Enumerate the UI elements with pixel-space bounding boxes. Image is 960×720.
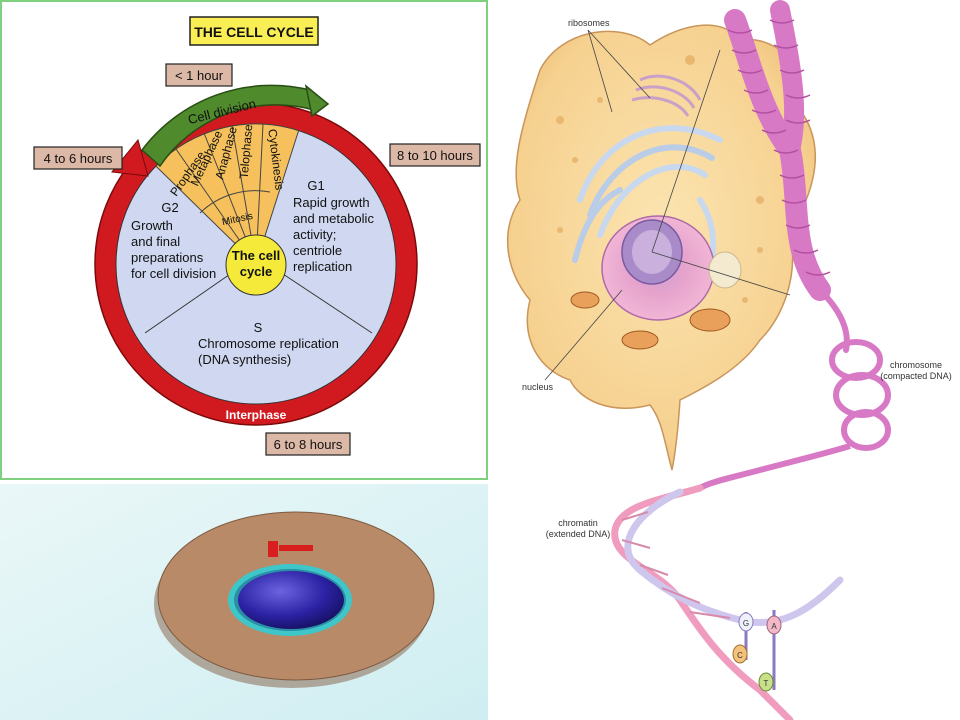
base-t: T	[764, 679, 769, 688]
s-name: S	[254, 320, 263, 335]
centriole-marker	[268, 541, 278, 557]
g2-line-1: Growth	[131, 218, 173, 233]
chromatin-coil	[698, 339, 891, 491]
label-chromatin-1: chromatin	[558, 518, 598, 528]
cell-animation-panel	[0, 484, 488, 720]
label-chromosome-2: (compacted DNA)	[880, 371, 952, 381]
base-a: A	[771, 622, 777, 631]
duration-g1: 8 to 10 hours	[397, 148, 473, 163]
center-line-2: cycle	[240, 264, 273, 279]
g1-name: G1	[307, 178, 324, 193]
centriole-bar	[279, 545, 313, 551]
interphase-label: Interphase	[226, 408, 287, 422]
golgi-apparatus	[631, 74, 702, 117]
duration-division: < 1 hour	[175, 68, 224, 83]
g2-name: G2	[161, 200, 178, 215]
g2-line-2: and final	[131, 234, 180, 249]
duration-box-s	[265, 432, 351, 456]
label-chromatin-2: (extended DNA)	[546, 529, 611, 539]
g2-line-3: preparations	[131, 250, 204, 265]
vesicles	[556, 55, 764, 303]
base-g: G	[743, 619, 749, 628]
duration-box-g1	[389, 143, 481, 167]
cell-cycle-title: THE CELL CYCLE	[194, 24, 314, 40]
g1-line-4: centriole	[293, 243, 342, 258]
cell-cycle-center	[225, 234, 287, 296]
cell-structure-illustration: G A C T ribosomes nucleus chromosome (co…	[507, 0, 952, 720]
g1-line-1: Rapid growth	[293, 195, 370, 210]
nucleus	[238, 571, 344, 629]
dna-base-pairs	[621, 511, 731, 619]
g1-line-3: activity;	[293, 227, 336, 242]
label-chromosome-1: chromosome	[890, 360, 942, 370]
duration-box-division	[165, 63, 233, 87]
mitosis-arc	[199, 190, 271, 214]
center-line-1: The cell	[232, 248, 280, 263]
g1-line-2: and metabolic	[293, 211, 374, 226]
g2-s-boundary	[144, 269, 237, 334]
duration-g2: 4 to 6 hours	[44, 151, 113, 166]
duration-box-g2	[33, 146, 123, 170]
s-g1-boundary	[279, 271, 373, 334]
s-line-1: Chromosome replication	[198, 336, 339, 351]
leader-lines	[544, 29, 791, 381]
phase-telophase: Telophase	[237, 123, 256, 179]
mitochondria	[570, 251, 742, 350]
duration-s: 6 to 8 hours	[274, 437, 343, 452]
cell-cycle-title-box	[189, 16, 319, 46]
g1-line-5: replication	[293, 259, 352, 274]
cell-division-arrowhead	[304, 84, 330, 118]
g2-line-4: for cell division	[131, 266, 216, 281]
dna-bases	[732, 610, 782, 692]
s-line-2: (DNA synthesis)	[198, 352, 291, 367]
dna-helix	[611, 484, 844, 720]
base-c: C	[737, 651, 743, 660]
label-ribosomes: ribosomes	[568, 18, 610, 28]
cell-cycle-diagram: THE CELL CYCLE Cell division Prophase Me…	[0, 0, 488, 480]
chromosome-texture	[727, 19, 831, 276]
label-nucleus: nucleus	[522, 382, 554, 392]
